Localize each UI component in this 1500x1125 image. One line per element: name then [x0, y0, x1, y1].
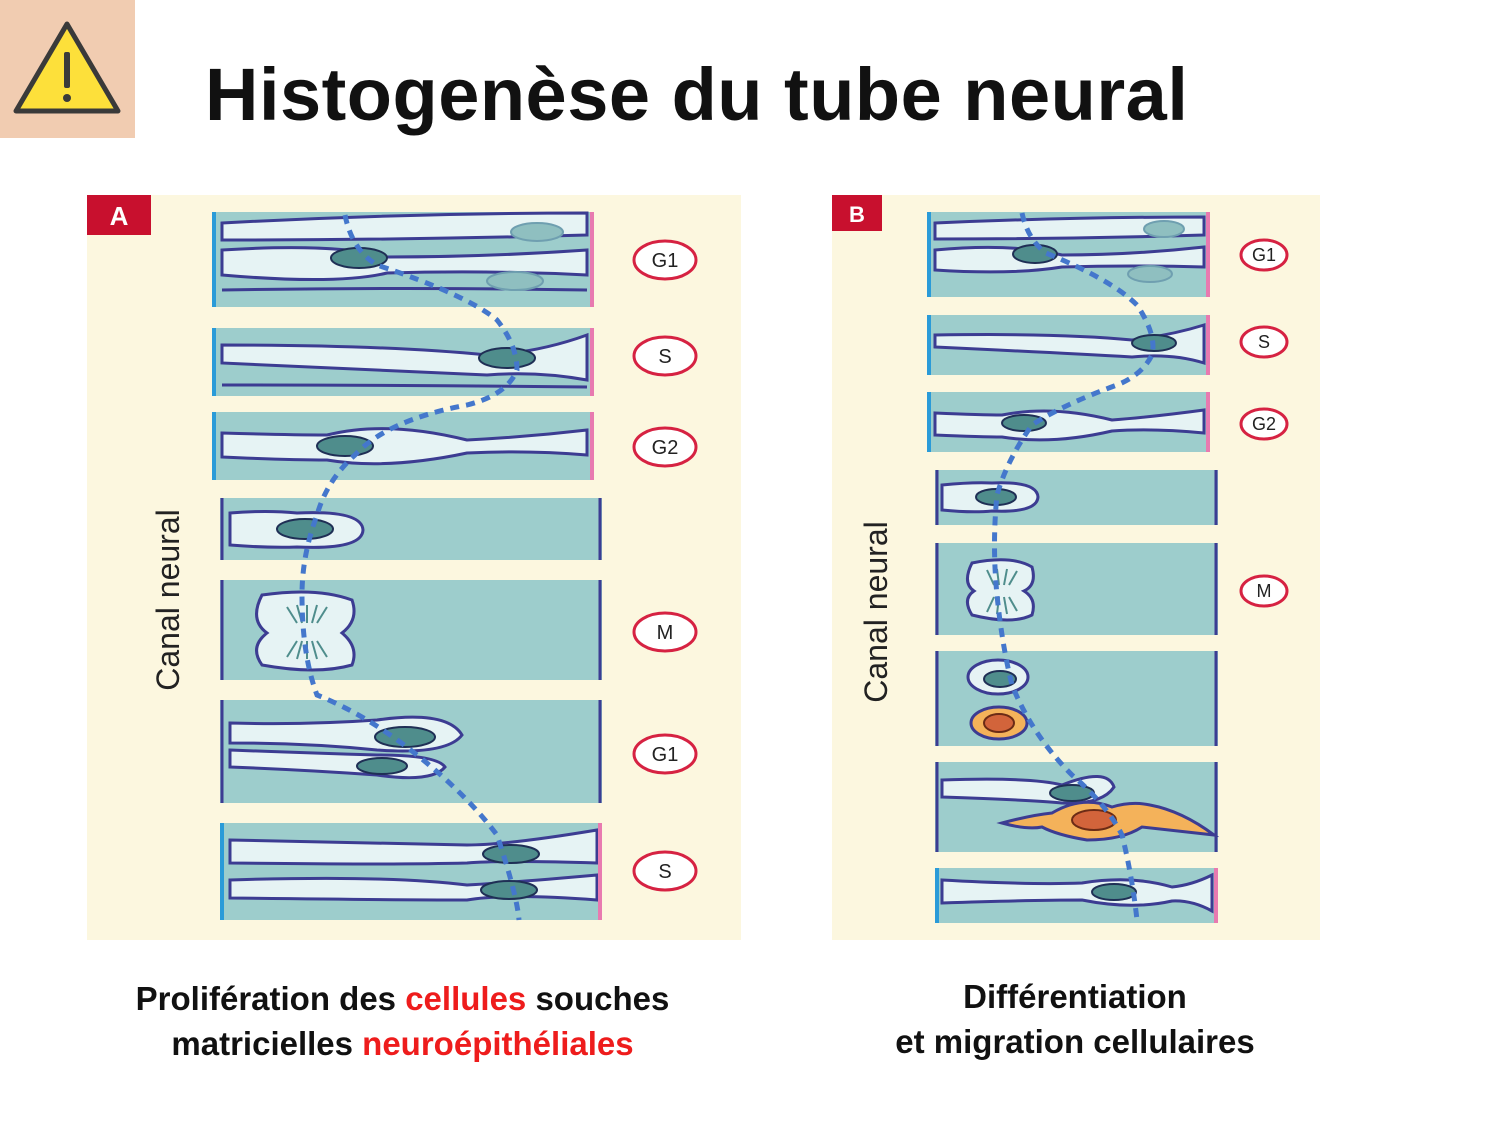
panel-differentiation: B Canal neural: [832, 195, 1320, 940]
caption-highlight: cellules: [405, 980, 527, 1017]
caption-text: matricielles: [171, 1025, 363, 1062]
panel-label-box: [832, 195, 882, 231]
phase-label-s: S: [658, 861, 671, 883]
cell-strip-s: [212, 328, 594, 396]
differentiation-diagram: B Canal neural: [832, 195, 1289, 923]
cell-strip-g1: [927, 212, 1210, 297]
caption-line: Différentiation: [963, 978, 1187, 1015]
caption-line: matricielles neuroépithéliales: [60, 1021, 745, 1066]
caption-line: Prolifération des cellules souches: [60, 976, 745, 1021]
caption-differentiation: Différentiation et migration cellulaires: [840, 974, 1310, 1064]
phase-badges: G1 S G2 M: [1239, 238, 1289, 608]
phase-label-g1: G1: [652, 250, 679, 272]
cell-strip-rounding: [935, 470, 1218, 525]
phase-label-s: S: [1258, 332, 1270, 352]
caption-text: Prolifération des: [135, 980, 406, 1017]
cell-strip-m: [935, 543, 1218, 635]
cell-strip-g1: [212, 211, 594, 307]
phase-badges: G1 S G2 M G1 S: [632, 239, 698, 892]
warning-triangle-icon: [13, 21, 121, 114]
warning-badge: [0, 0, 135, 138]
canal-neural-label: Canal neural: [150, 509, 186, 690]
cell-strip-rounding: [220, 498, 602, 560]
nucleus-migration-path: [299, 214, 522, 921]
cell-strip-early-neuron: [935, 651, 1218, 746]
caption-text: souches: [526, 980, 670, 1017]
panel-proliferation: A Canal neural: [87, 195, 741, 940]
cell-strip-g2: [212, 412, 594, 480]
caption-line: et migration cellulaires: [895, 1023, 1255, 1060]
cell-strip-migrating-neuron: [935, 762, 1220, 852]
slide-title: Histogenèse du tube neural: [205, 53, 1189, 136]
phase-label-g1: G1: [652, 744, 679, 766]
cell-strip-g2: [927, 392, 1210, 452]
cell-strip-bottom: [935, 868, 1218, 923]
panel-label-box: [87, 195, 151, 235]
phase-label-s: S: [658, 346, 671, 368]
phase-label-m: M: [1257, 581, 1272, 601]
caption-highlight: neuroépithéliales: [362, 1025, 634, 1062]
caption-proliferation: Prolifération des cellules souches matri…: [60, 976, 745, 1066]
nucleus-migration-path: [992, 212, 1156, 921]
phase-label-g2: G2: [1252, 414, 1276, 434]
canal-neural-label: Canal neural: [858, 521, 894, 702]
phase-label-m: M: [657, 622, 674, 644]
panel-label: A: [110, 201, 129, 231]
cell-strip-s: [927, 315, 1210, 375]
phase-label-g2: G2: [652, 437, 679, 459]
cell-strip-s-daughters: [220, 823, 602, 920]
cell-strip-m: [220, 580, 602, 680]
phase-label-g1: G1: [1252, 245, 1276, 265]
panel-label: B: [849, 202, 865, 227]
proliferation-diagram: A Canal neural: [87, 195, 698, 921]
